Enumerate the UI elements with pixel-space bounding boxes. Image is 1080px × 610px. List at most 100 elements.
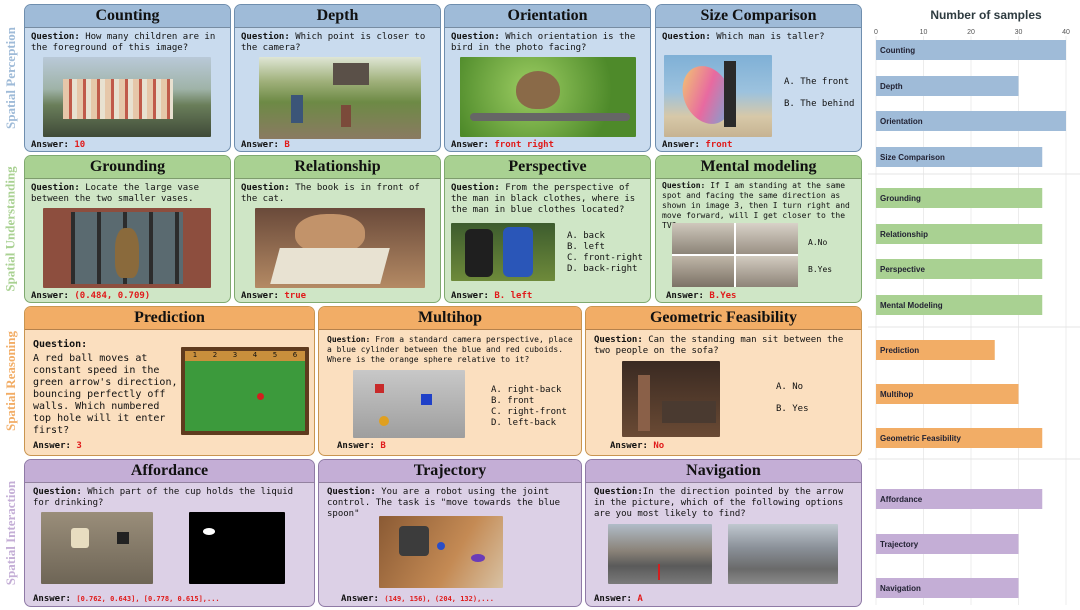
- x-tick-label: 20: [967, 29, 975, 36]
- card-title: Mental modeling: [656, 156, 861, 179]
- bar-label: Prediction: [880, 346, 919, 355]
- x-tick-label: 40: [1062, 29, 1070, 36]
- card-grounding: Grounding Question: Locate the large vas…: [24, 155, 231, 303]
- bar-geometric-feasibility: [876, 428, 1043, 448]
- bar-grounding: [876, 188, 1043, 208]
- card-relationship: Relationship Question: The book is in fr…: [234, 155, 441, 303]
- card-title: Trajectory: [319, 460, 581, 483]
- bar-label: Perspective: [880, 265, 925, 274]
- side-label-interaction: Spatial Interaction: [3, 480, 18, 586]
- photo-children-image: [43, 57, 211, 137]
- card-title: Multihop: [319, 307, 581, 330]
- card-counting: Counting Question: How many children are…: [24, 4, 231, 152]
- bar-label: Relationship: [880, 230, 928, 239]
- card-title: Relationship: [235, 156, 440, 179]
- bar-label: Counting: [880, 46, 915, 55]
- bar-prediction: [876, 340, 995, 360]
- answer: Answer: true: [241, 291, 307, 301]
- x-tick-label: 0: [874, 29, 878, 36]
- chart-title: Number of samples: [930, 8, 1042, 22]
- bar-label: Navigation: [880, 584, 921, 593]
- bar-label: Multihop: [880, 390, 913, 399]
- answer-options: A. back B. left C. front-right D. back-r…: [567, 231, 643, 274]
- card-title: Geometric Feasibility: [586, 307, 861, 330]
- card-title: Affordance: [25, 460, 314, 483]
- answer: Answer: B: [241, 140, 290, 150]
- bar-perspective: [876, 259, 1043, 279]
- side-label-perception: Spatial Perception: [3, 27, 19, 129]
- card-title: Perspective: [445, 156, 650, 179]
- question-text: Question: Can the standing man sit betwe…: [594, 335, 849, 356]
- question-text: Question: The book is in front of the ca…: [241, 183, 426, 204]
- bar-mental-modeling: [876, 295, 1043, 315]
- card-depth: Depth Question: Which point is closer to…: [234, 4, 441, 152]
- question-body: A red ball moves at constant speed in th…: [33, 353, 178, 436]
- question-text: Question: If I am standing at the same s…: [662, 181, 855, 230]
- answer: Answer: front right: [451, 140, 554, 150]
- bar-label: Depth: [880, 82, 903, 91]
- question-text: Question:In the direction pointed by the…: [594, 487, 849, 519]
- question-text: Question: How many children are in the f…: [31, 32, 221, 53]
- card-trajectory: Trajectory Question: You are a robot usi…: [318, 459, 582, 607]
- answer: Answer: front: [662, 140, 733, 150]
- card-orientation: Orientation Question: Which orientation …: [444, 4, 651, 152]
- card-multihop: Multihop Question: From a standard camer…: [318, 306, 582, 456]
- question-text: Question: From the perspective of the ma…: [451, 183, 641, 215]
- question-text: Question: Locate the large vase between …: [31, 183, 205, 204]
- hole-label: 1: [192, 351, 198, 359]
- answer: Answer: 10: [31, 140, 86, 150]
- bar-label: Grounding: [880, 194, 921, 203]
- card-title: Counting: [25, 5, 230, 28]
- bar-label: Mental Modeling: [880, 301, 943, 310]
- answer-options: A. The front B. The behind: [784, 77, 855, 109]
- question-text: Question: Which man is taller?: [662, 32, 825, 42]
- bar-orientation: [876, 111, 1066, 131]
- bar-trajectory: [876, 534, 1019, 554]
- hole-label: 3: [232, 351, 238, 359]
- photo-street-option-image: [728, 524, 838, 584]
- bar-depth: [876, 76, 1019, 96]
- photo-sofa-image: [622, 361, 720, 437]
- photo-rooms-image: [672, 223, 798, 287]
- card-title: Depth: [235, 5, 440, 28]
- answer-options: A. No B. Yes: [776, 382, 809, 414]
- bar-label: Size Comparison: [880, 153, 945, 162]
- x-tick-label: 10: [920, 29, 928, 36]
- bar-label: Trajectory: [880, 540, 919, 549]
- bar-label: Affordance: [880, 495, 923, 504]
- card-affordance: Affordance Question: Which part of the c…: [24, 459, 315, 607]
- answer-options: A.No B.Yes: [808, 238, 833, 274]
- bar-label: Geometric Feasibility: [880, 434, 961, 443]
- answer: Answer: B: [337, 441, 386, 451]
- bar-size-comparison: [876, 147, 1043, 167]
- question-text: Question: You are a robot using the join…: [327, 487, 566, 519]
- photo-cup-image: [41, 512, 153, 584]
- answer: Answer: A: [594, 594, 643, 604]
- answer-options: A. right-back B. front C. right-front D.…: [491, 385, 567, 428]
- card-title: Grounding: [25, 156, 230, 179]
- photo-surfers-image: [664, 55, 772, 137]
- hole-label: 4: [252, 351, 258, 359]
- bar-relationship: [876, 224, 1043, 244]
- answer: Answer: B.Yes: [666, 291, 737, 301]
- card-geometric-feasibility: Geometric Feasibility Question: Can the …: [585, 306, 862, 456]
- 3d-objects-image: [353, 370, 465, 438]
- question-text: Question:: [33, 339, 88, 350]
- photo-robot-image: [379, 516, 503, 588]
- card-title: Navigation: [586, 460, 861, 483]
- photo-depth-image: [259, 57, 421, 139]
- hole-label: 2: [212, 351, 218, 359]
- photo-cat-book-image: [255, 208, 425, 288]
- card-mental-modeling: Mental modeling Question: If I am standi…: [655, 155, 862, 303]
- hole-label: 5: [272, 351, 278, 359]
- photo-soccer-image: [451, 223, 555, 281]
- question-text: Question: Which part of the cup holds th…: [33, 487, 299, 508]
- card-perspective: Perspective Question: From the perspecti…: [444, 155, 651, 303]
- bar-label: Orientation: [880, 117, 923, 126]
- answer: Answer: No: [610, 441, 665, 451]
- bar-navigation: [876, 578, 1019, 598]
- hole-label: 6: [292, 351, 298, 359]
- bar-affordance: [876, 489, 1043, 509]
- answer: Answer: (0.484, 0.709): [31, 291, 151, 301]
